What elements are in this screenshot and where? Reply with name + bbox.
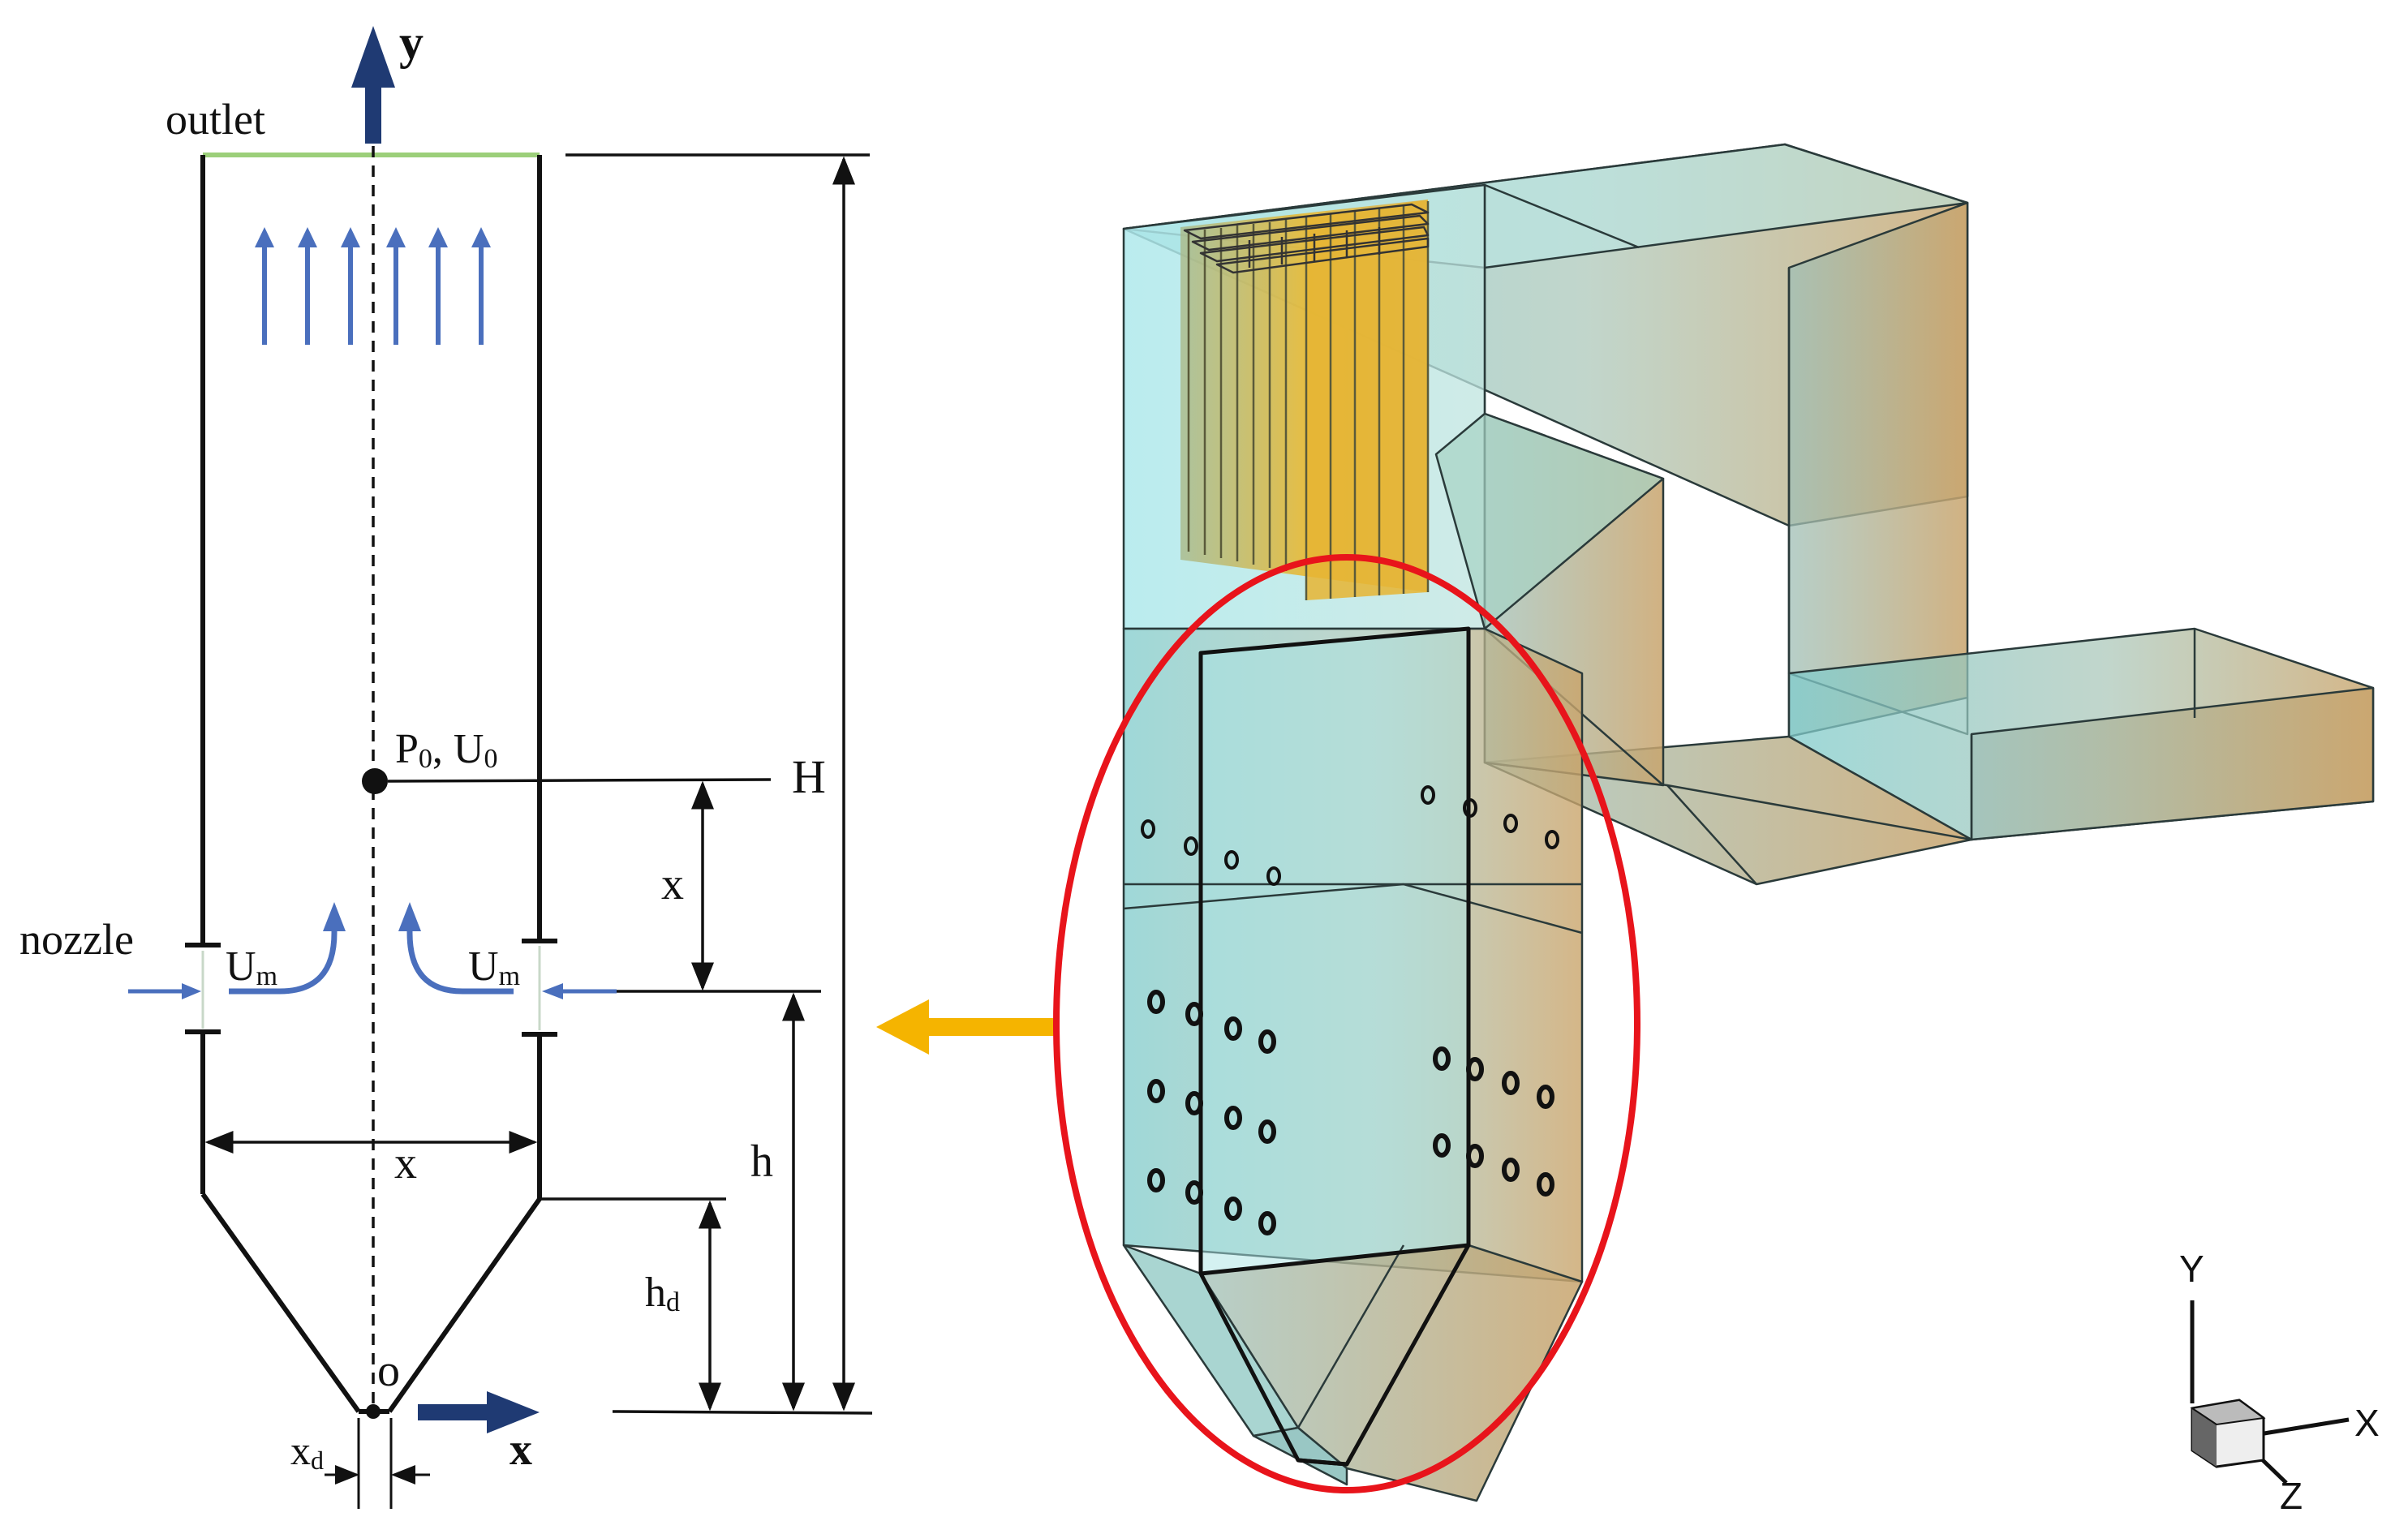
furnace-walls (185, 155, 557, 1414)
highlight-ellipse (1053, 554, 1640, 1493)
dim-hd-label: hd (645, 1270, 680, 1317)
um-right-label: Um (468, 943, 520, 991)
dim-xd-label: xd (290, 1428, 324, 1475)
x-axis-label: x (510, 1424, 532, 1475)
axis-triad: Y X Z (2179, 1248, 2380, 1517)
pointer-arrow (876, 999, 1056, 1055)
jet-curve-arrows (229, 929, 514, 995)
burners (1141, 785, 1559, 1235)
dim-width-label: x (394, 1138, 417, 1188)
nozzle-inflow-arrows (128, 983, 617, 999)
axis-triad-z: Z (2280, 1475, 2303, 1517)
axis-triad-y: Y (2179, 1248, 2204, 1290)
y-axis-arrow (351, 26, 395, 144)
flow-arrows (255, 227, 491, 345)
probe-label: P0, U0 (395, 726, 497, 774)
nozzle-label: nozzle (19, 915, 134, 964)
boiler-3d-model (1122, 143, 2375, 1502)
heat-exchanger-bundle (1180, 200, 1430, 600)
y-axis-label: y (399, 15, 424, 69)
probe-point (362, 768, 388, 794)
axis-triad-x: X (2354, 1402, 2380, 1444)
outlet-label: outlet (166, 95, 265, 144)
origin-label: o (377, 1346, 400, 1396)
dim-H-label: H (792, 750, 826, 803)
um-left-label: Um (226, 943, 277, 991)
dim-h-label: h (750, 1137, 773, 1187)
origin-point (366, 1404, 381, 1419)
schematic: outlet y (19, 15, 873, 1509)
dim-x-vertical-label: x (661, 859, 684, 909)
x-axis-arrow (418, 1391, 540, 1433)
